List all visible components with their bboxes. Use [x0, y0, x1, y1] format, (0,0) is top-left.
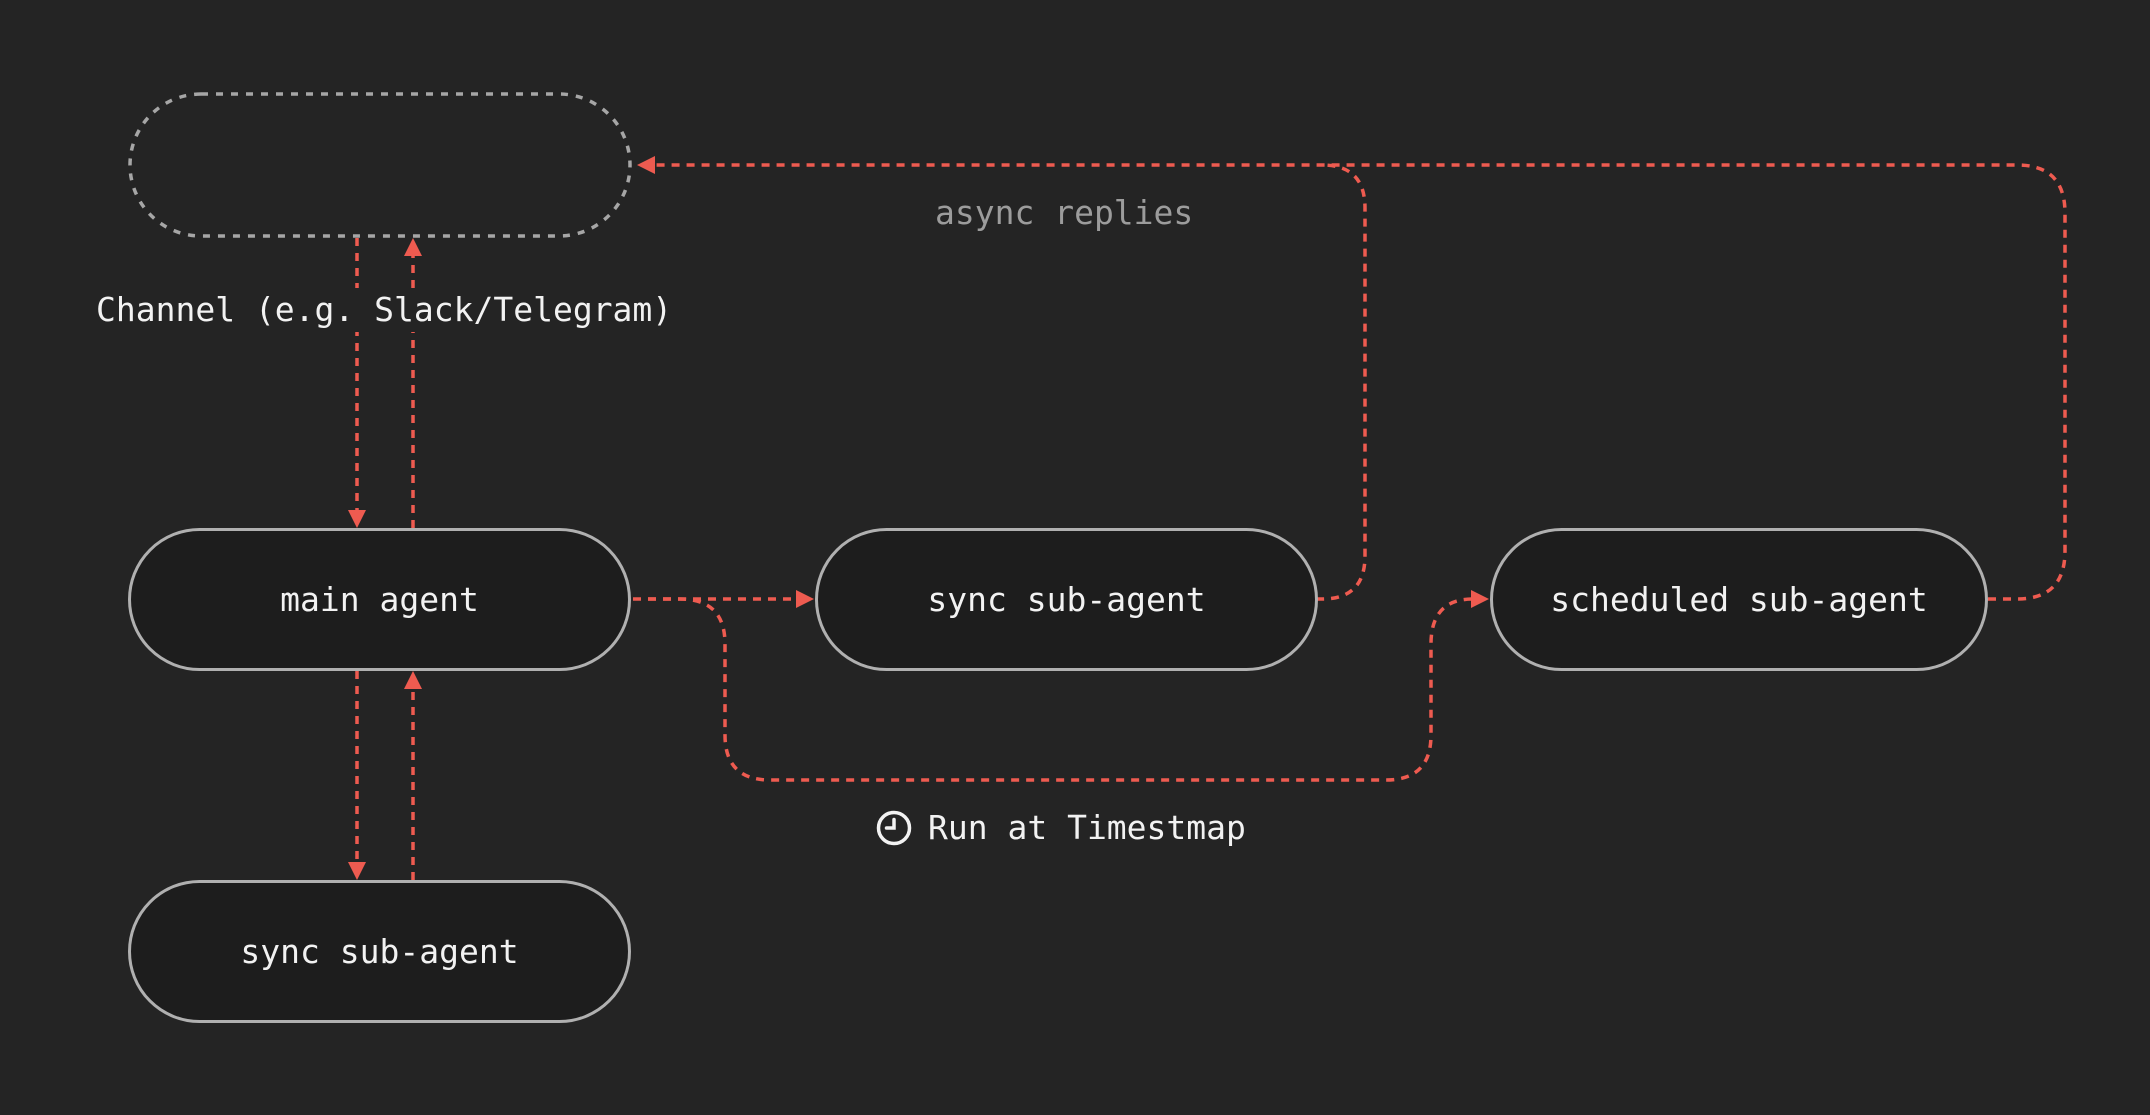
arrowhead-left-channel [637, 156, 655, 174]
arrowhead-right-sync-mid [796, 590, 814, 608]
node-main-agent-label: main agent [280, 580, 479, 619]
arrowhead-down-main [348, 510, 366, 528]
node-main-agent: main agent [128, 528, 631, 671]
arrowhead-up-main [404, 671, 422, 689]
channel-caption: Channel (e.g. Slack/Telegram) [90, 288, 679, 332]
node-sync-sub-agent-bottom-label: sync sub-agent [240, 932, 519, 971]
node-sync-sub-agent-bottom: sync sub-agent [128, 880, 631, 1023]
edge-main-to-scheduled [648, 597, 1474, 782]
edge-scheduled-to-channel [653, 163, 2067, 601]
run-at-timestamp-label: Run at Timestmap [876, 806, 1246, 850]
node-scheduled-sub-agent: scheduled sub-agent [1490, 528, 1988, 671]
clock-icon [876, 810, 912, 846]
arrowhead-right-scheduled [1471, 590, 1489, 608]
arrowhead-up-channel [404, 238, 422, 256]
edge-sync-mid-to-channel [1316, 163, 1367, 601]
node-scheduled-sub-agent-label: scheduled sub-agent [1550, 580, 1928, 619]
node-channel [128, 92, 632, 238]
node-sync-sub-agent-mid: sync sub-agent [815, 528, 1318, 671]
node-sync-sub-agent-mid-label: sync sub-agent [927, 580, 1206, 619]
run-at-timestamp-text: Run at Timestmap [928, 808, 1246, 847]
async-replies-label: async replies [935, 191, 1194, 235]
arrowhead-down-sync-bottom [348, 862, 366, 880]
